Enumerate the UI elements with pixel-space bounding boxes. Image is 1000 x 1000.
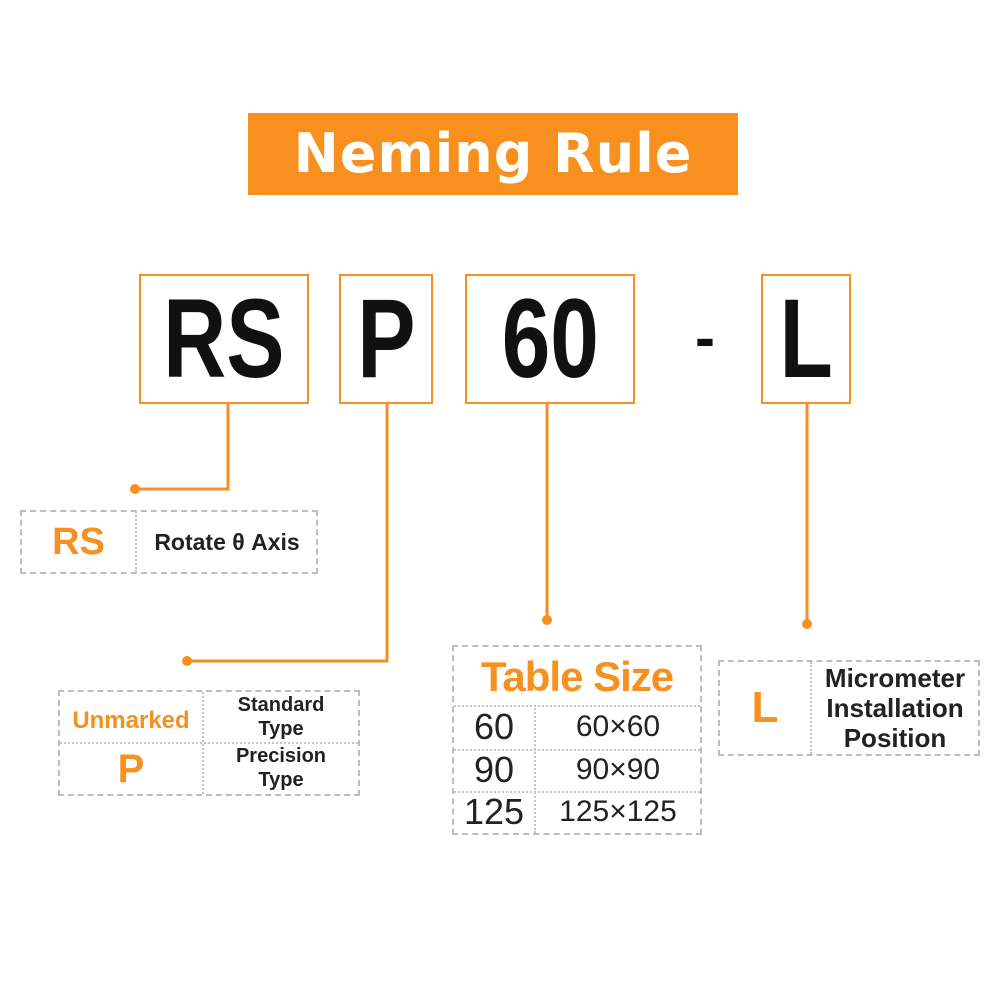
code-size-text: 60 — [501, 276, 599, 401]
micrometer-line-3: Position — [843, 723, 947, 753]
micrometer-description: Micrometer Installation Position — [812, 662, 978, 754]
size-code-125: 125 — [463, 791, 525, 832]
connector-precision-dot — [182, 656, 192, 666]
type-description-standard: Standard Type — [237, 694, 325, 740]
code-micrometer-text: L — [779, 276, 833, 401]
size-code-90: 90 — [473, 749, 515, 790]
code-box-size: 60 — [465, 274, 635, 404]
micrometer-line-1: Micrometer — [824, 663, 966, 693]
connector-series — [135, 404, 230, 491]
axis-table: RS Rotate θ Axis — [20, 510, 318, 574]
size-value-60: 60×60 — [575, 710, 661, 743]
connector-micrometer-dot — [802, 619, 812, 629]
micrometer-code: L — [751, 683, 779, 732]
type-code-precision: P — [117, 746, 145, 791]
type-code-unmarked: Unmarked — [72, 707, 190, 734]
size-table-header: Table Size — [480, 653, 674, 700]
code-box-precision: P — [339, 274, 433, 404]
size-value-90: 90×90 — [575, 753, 661, 786]
code-series-text: RS — [163, 276, 285, 401]
code-box-micrometer: L — [761, 274, 851, 404]
axis-description: Rotate θ Axis — [154, 528, 300, 555]
size-table: Table Size 60 60×60 90 90×90 125 125×125 — [452, 645, 702, 835]
micrometer-table: L Micrometer Installation Position — [718, 660, 980, 756]
type-table: Unmarked Standard Type P Precision Type — [58, 690, 360, 796]
type-description-precision: Precision Type — [235, 745, 327, 791]
connector-size-dot — [542, 615, 552, 625]
code-box-series: RS — [139, 274, 309, 404]
size-value-125: 125×125 — [559, 795, 677, 828]
axis-code: RS — [52, 520, 105, 563]
size-code-60: 60 — [473, 706, 515, 747]
title-banner: Neming Rule — [248, 113, 738, 195]
code-separator: - — [695, 304, 715, 371]
connector-series-dot — [130, 484, 140, 494]
micrometer-line-2: Installation — [826, 693, 964, 723]
page-title: Neming Rule — [293, 122, 693, 185]
code-precision-text: P — [356, 276, 416, 401]
